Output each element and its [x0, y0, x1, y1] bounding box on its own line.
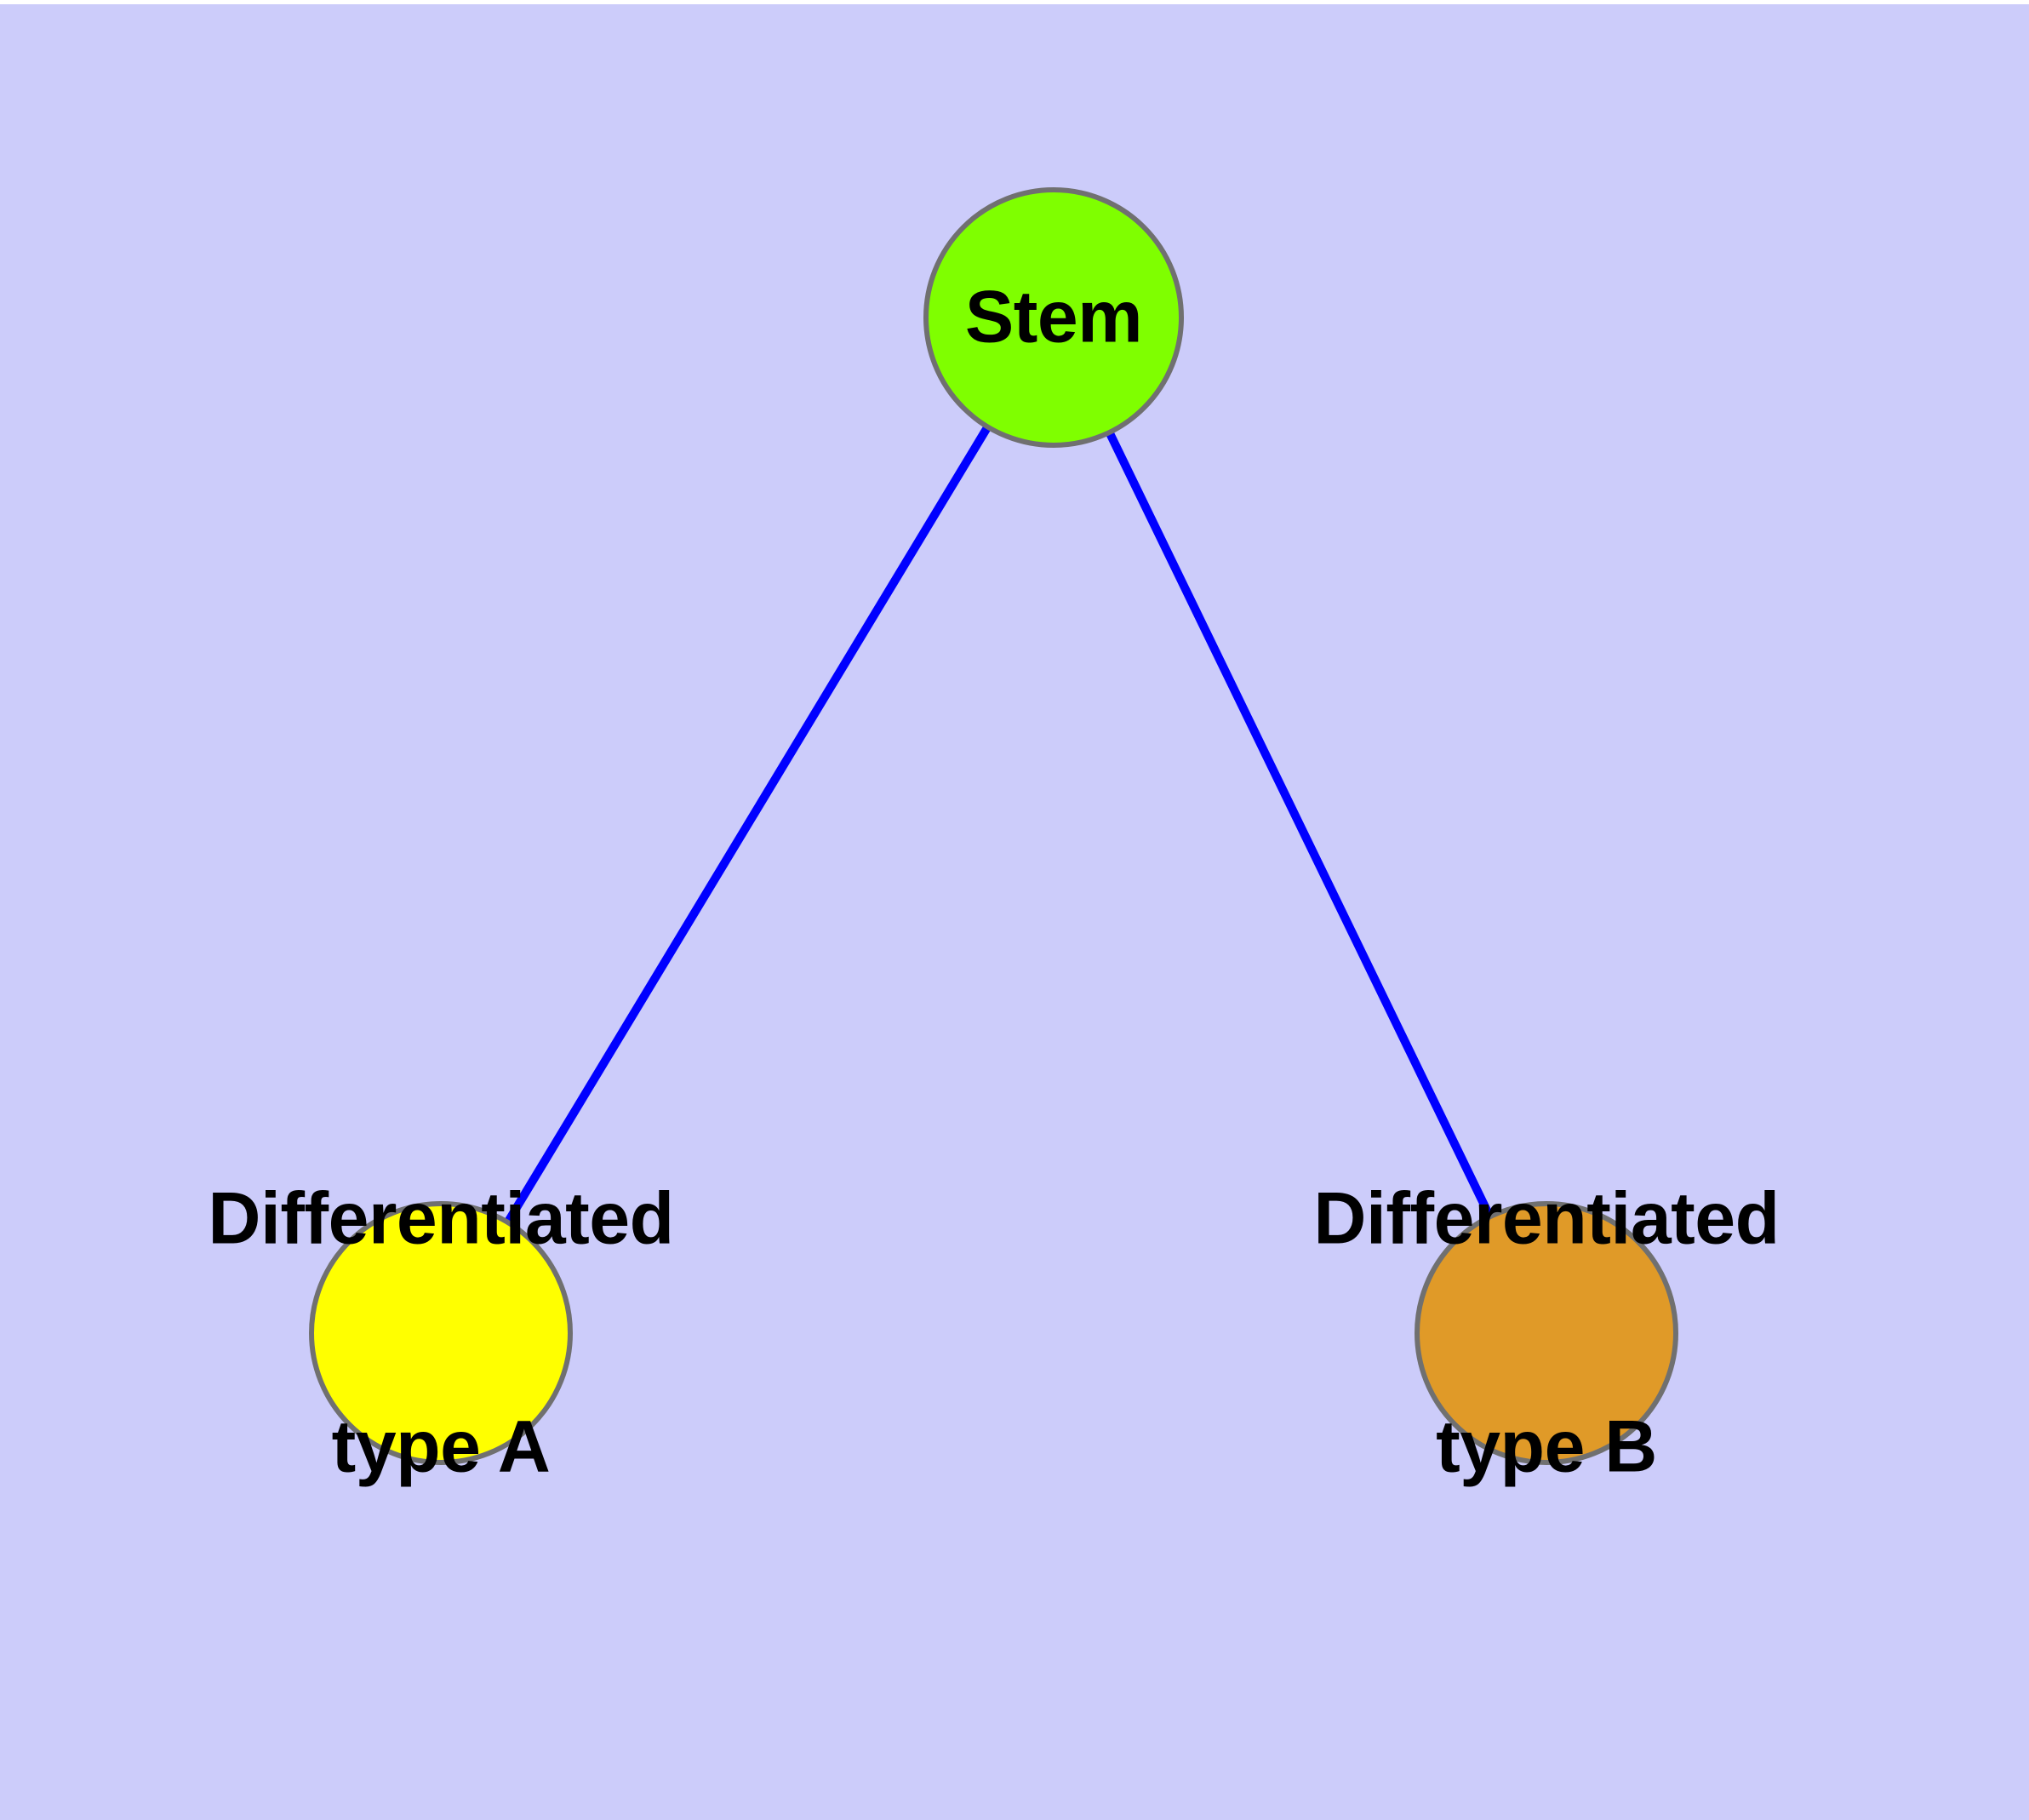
edge-stem-to-differentiated-type-a	[437, 315, 1058, 1336]
node-stem[interactable]	[923, 187, 1184, 448]
edges-layer	[437, 315, 1551, 1336]
nodes-layer	[309, 187, 1678, 1465]
node-differentiated-type-b[interactable]	[1415, 1201, 1678, 1465]
edge-stem-to-differentiated-type-b	[1049, 315, 1551, 1336]
node-differentiated-type-a[interactable]	[309, 1201, 573, 1465]
